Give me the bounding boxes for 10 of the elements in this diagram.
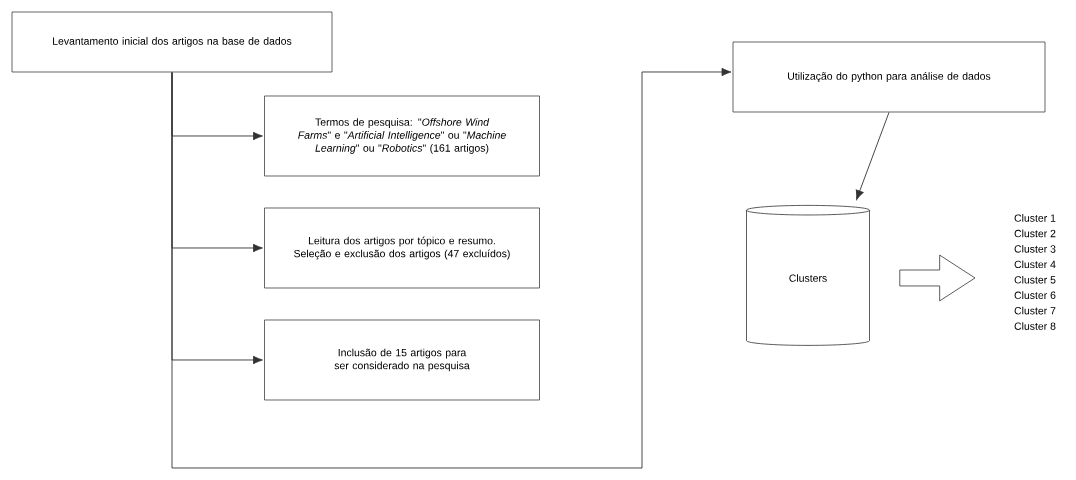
process-box: Leitura dos artigos por tópico e resumo. Seleção e exclusão dos artigos (47 excluídos) xyxy=(264,207,540,289)
arrow xyxy=(855,111,890,200)
database-cylinder: Clusters xyxy=(746,205,870,346)
arrow xyxy=(171,67,732,469)
process-box: Inclusão de 15 artigos para ser considerado na pesquisa xyxy=(264,319,540,401)
cluster-list: Cluster 1 Cluster 2 Cluster 3 Cluster 4 Cluster 5 Cluster 6 Cluster 7 Cluster 8 xyxy=(1014,214,1056,330)
process-box: Utilização do python para análise de dados xyxy=(732,41,1046,113)
process-box: Termos de pesquisa: "Offshore Wind Farms" e "Artificial Intelligence" ou "Machine Learning" ou "Robotics" (161 artigos) xyxy=(264,95,540,177)
block-arrow xyxy=(899,254,976,302)
process-box: Levantamento inicial dos artigos na base de dados xyxy=(11,11,333,73)
